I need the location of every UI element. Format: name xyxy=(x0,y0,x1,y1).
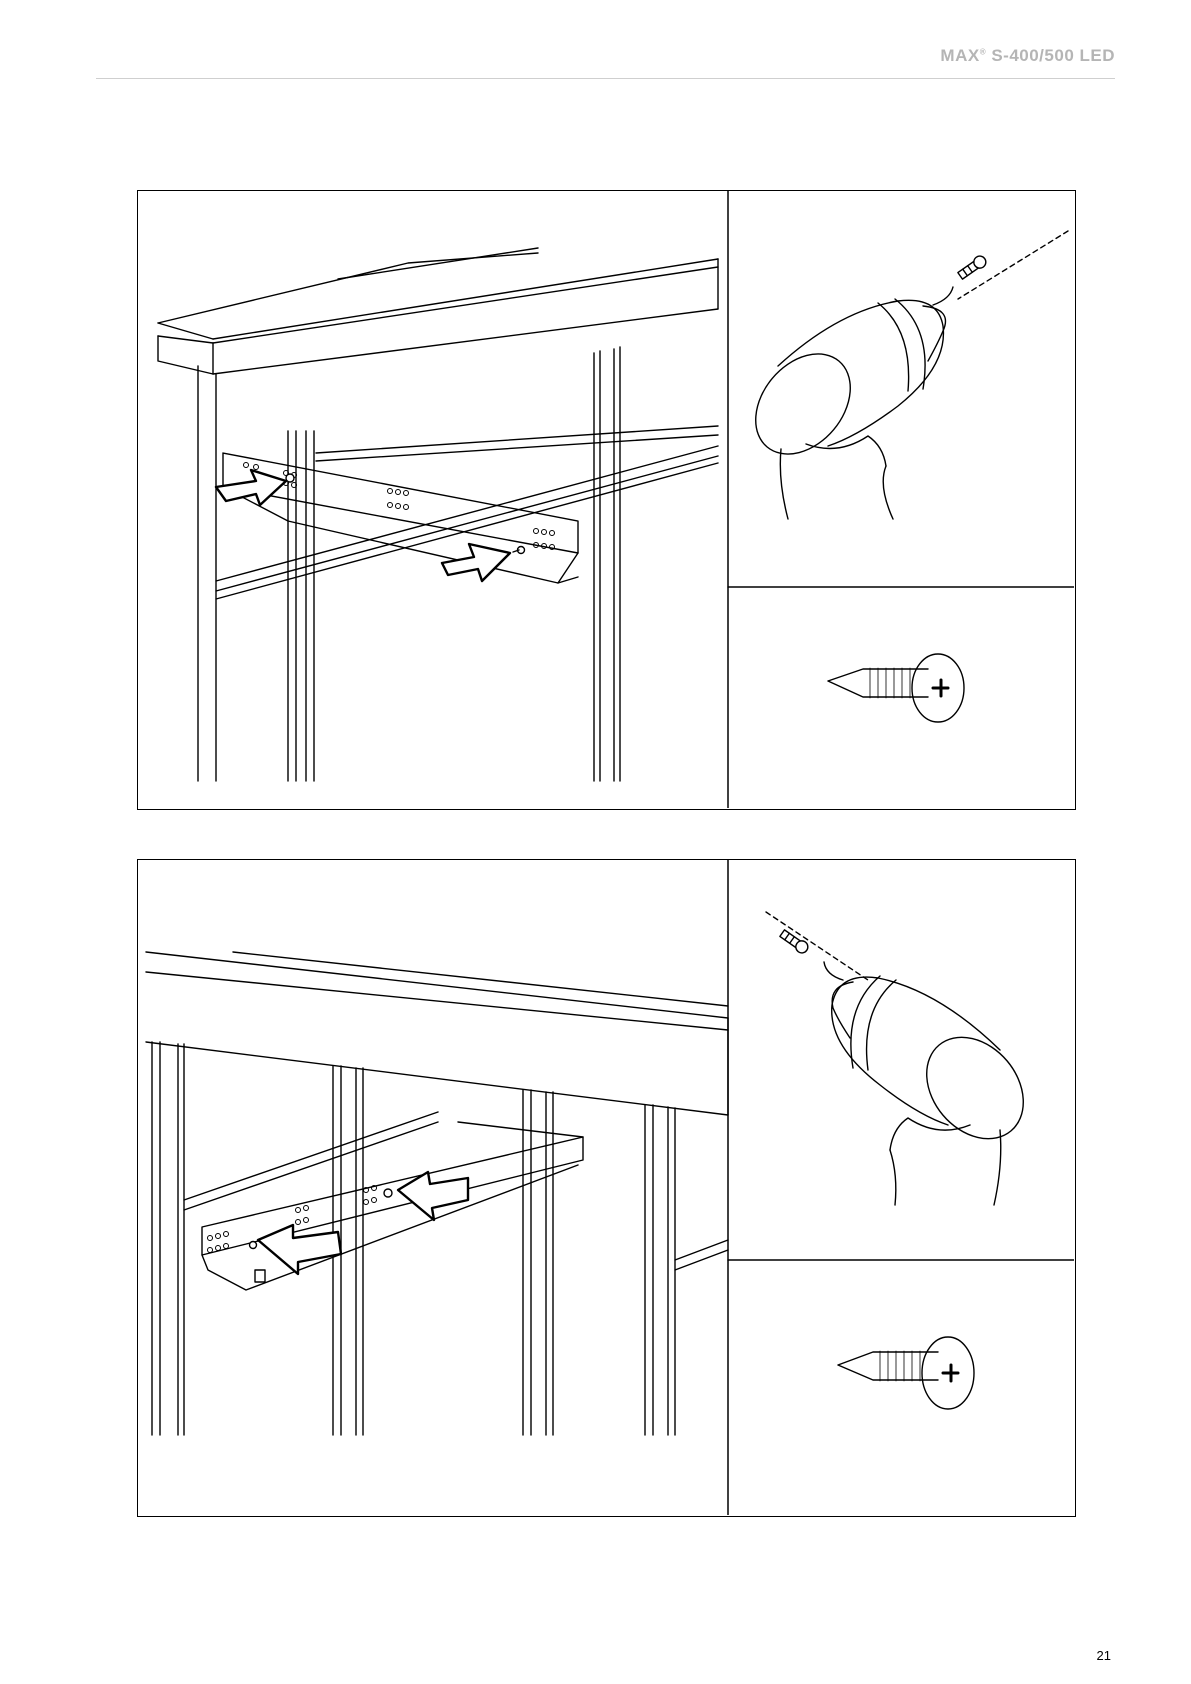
arrow-icon xyxy=(216,470,286,505)
header-brand: MAX xyxy=(940,46,979,65)
screw-icon xyxy=(838,1337,974,1409)
instruction-panel-1 xyxy=(137,190,1076,810)
page-number: 21 xyxy=(1097,1648,1111,1663)
drill-icon xyxy=(736,231,1068,519)
arrow-icon xyxy=(398,1172,468,1220)
screw-icon xyxy=(828,654,964,722)
header-model: S-400/500 LED xyxy=(986,46,1115,65)
cabinet-frame-illustration xyxy=(158,248,718,781)
panel-1-drawing xyxy=(138,191,1074,808)
document-header-title: MAX® S-400/500 LED xyxy=(940,46,1115,66)
arrow-icon xyxy=(442,544,510,581)
instruction-panel-2 xyxy=(137,859,1076,1517)
drill-icon xyxy=(766,912,1043,1205)
panel-2-drawing xyxy=(138,860,1074,1515)
arrow-icon xyxy=(258,1225,341,1274)
header-divider xyxy=(96,78,1115,79)
